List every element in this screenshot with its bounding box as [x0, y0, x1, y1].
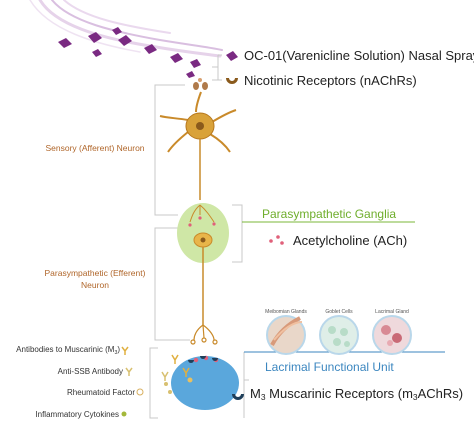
inflammatory-cytokines-label: Inflammatory Cytokines [35, 410, 119, 419]
efferent-nerve-ending [190, 324, 218, 345]
anti-ssb-icon [125, 367, 133, 376]
factors-bracket [149, 347, 158, 419]
acetylcholine-icon [269, 235, 284, 245]
nerve-ending-receptors [193, 78, 208, 90]
left-brackets [154, 84, 190, 341]
drug-molecules [58, 27, 201, 78]
m3-receptor-icon [232, 394, 244, 400]
acetylcholine-label: Acetylcholine (ACh) [293, 233, 408, 248]
lacrimal-gland-label: Lacrimal Gland [375, 309, 409, 315]
autoimmune-factors [161, 354, 193, 394]
lacrimal-functional-unit-cell [171, 355, 239, 410]
nicotinic-receptors-label: Nicotinic Receptors (nAChRs) [244, 73, 417, 88]
left-legend-icons [121, 346, 144, 417]
parasympathetic-ganglia [177, 203, 229, 325]
legend-icons-top [226, 51, 244, 400]
lacrimal-functional-unit-label: Lacrimal Functional Unit [265, 360, 394, 374]
meibomian-glands-label: Meibomian Glands [265, 309, 307, 315]
sensory-neuron [159, 91, 237, 200]
antibodies-muscarinic-label: Antibodies to Muscarinic (M3) [16, 345, 120, 356]
nasal-passage-lines [29, 0, 223, 58]
sensory-neuron-label: Sensory (Afferent) Neuron [45, 143, 145, 153]
parasympathetic-neuron-label-line1: Parasympathetic (Efferent) [44, 268, 146, 278]
anti-ssb-label: Anti-SSB Antibody [57, 367, 123, 376]
rheumatoid-factor-icon [136, 388, 144, 396]
ganglia-connector [232, 204, 415, 263]
m3-muscarinic-receptors-label: M3 Muscarinic Receptors (m3AChRs) [250, 386, 464, 402]
cytokine-dot-icon [121, 411, 127, 417]
parasympathetic-ganglia-label: Parasympathetic Ganglia [262, 207, 397, 221]
gland-images [266, 315, 412, 355]
parasympathetic-neuron-label-line2: Neuron [81, 280, 109, 290]
drug-molecule-icon [226, 51, 238, 61]
rheumatoid-factor-label: Rheumatoid Factor [66, 388, 135, 397]
goblet-cells-label: Goblet Cells [325, 309, 353, 315]
nicotinic-receptor-icon [226, 78, 238, 84]
nasal-spray-label: OC-01(Varenicline Solution) Nasal Spray [244, 48, 474, 63]
top-label-connector [212, 54, 222, 81]
antibody-y-icon [121, 346, 129, 355]
